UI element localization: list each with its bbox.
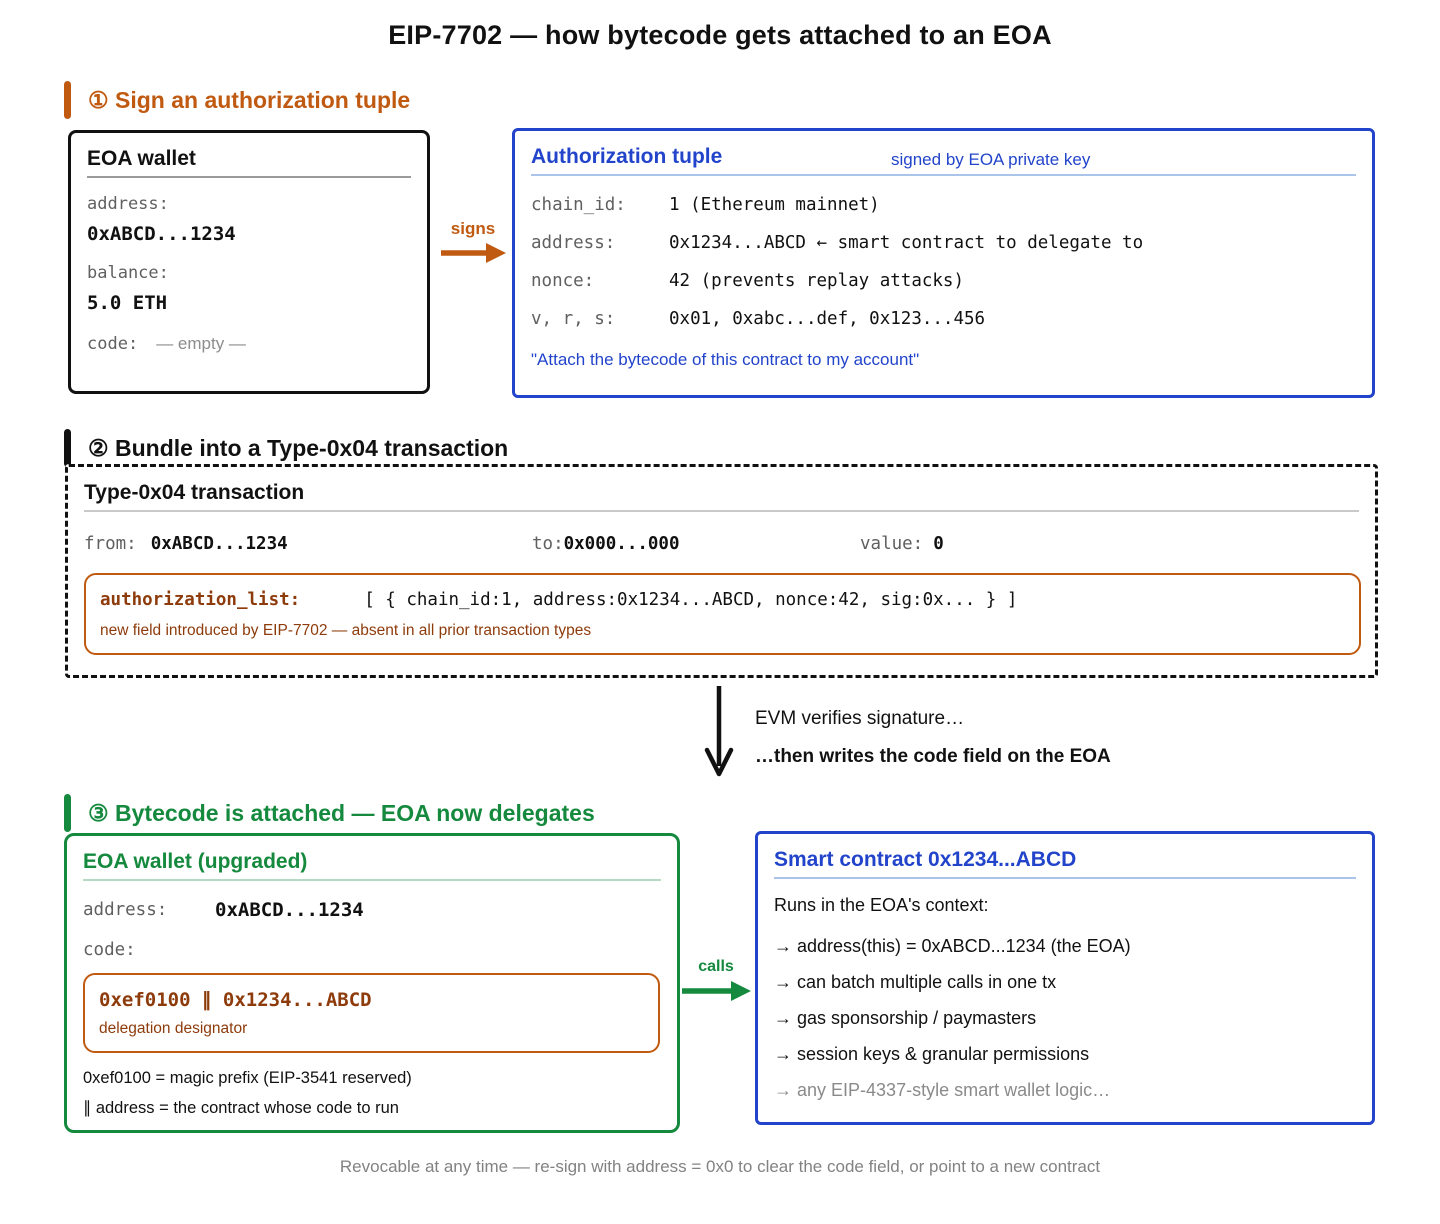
eoa-wallet-upgraded-box: EOA wallet (upgraded) address: 0xABCD...… bbox=[64, 833, 680, 1133]
auth-list-label: authorization_list: bbox=[100, 590, 301, 610]
address-note: ∥ address = the contract whose code to r… bbox=[83, 1099, 399, 1117]
right-arrow-icon bbox=[682, 981, 751, 1001]
section1-heading-text: ① Sign an authorization tuple bbox=[88, 86, 411, 113]
tx-to-field: to:0x000...000 bbox=[532, 531, 680, 557]
field-label: to: bbox=[532, 534, 564, 554]
smart-contract-box: Smart contract 0x1234...ABCD Runs in the… bbox=[755, 831, 1375, 1125]
title-underline bbox=[84, 510, 1359, 512]
field-value: 0xABCD...1234 bbox=[150, 534, 288, 554]
footer-note: Revocable at any time — re-sign with add… bbox=[339, 1157, 1101, 1176]
authorization-list-box: authorization_list: [ { chain_id:1, addr… bbox=[84, 573, 1361, 655]
auth-row-vrs: v, r, s: 0x01, 0xabc...def, 0x123...456 bbox=[531, 307, 1356, 331]
capability-item: → session keys & granular permissions bbox=[774, 1044, 1090, 1064]
designator-value: 0xef0100 ∥ 0x1234...ABCD bbox=[99, 989, 372, 1011]
page-title: EIP-7702 — how bytecode gets attached to… bbox=[388, 20, 1052, 50]
calls-arrow: calls bbox=[679, 958, 753, 1011]
signs-arrow-label: signs bbox=[450, 219, 496, 238]
title-underline bbox=[531, 174, 1356, 176]
tx-value-field: value: 0 bbox=[860, 531, 944, 557]
auth-tuple-header: Authorization tuple signed by EOA privat… bbox=[531, 143, 1356, 171]
section3-heading-text: ③ Bytecode is attached — EOA now delegat… bbox=[88, 799, 595, 826]
auth-row-address: address: 0x1234...ABCD ← smart contract … bbox=[531, 231, 1356, 255]
section2-heading: ② Bundle into a Type-0x04 transaction bbox=[64, 429, 508, 467]
tx-from-field: from: 0xABCD...1234 bbox=[84, 531, 288, 557]
smart-contract-title: Smart contract 0x1234...ABCD bbox=[774, 848, 1077, 871]
field-value: 0xABCD...1234 bbox=[87, 223, 236, 245]
field-value: 0x1234...ABCD ← smart contract to delega… bbox=[669, 233, 1144, 253]
auth-row-nonce: nonce: 42 (prevents replay attacks) bbox=[531, 269, 1356, 293]
eoa-wallet-title: EOA wallet bbox=[87, 147, 196, 170]
tx-fields-row: from: 0xABCD...1234 to:0x000...000 value:… bbox=[84, 531, 1359, 557]
field-label: value: bbox=[860, 534, 924, 554]
capability-item: → any EIP-4337-style smart wallet logic… bbox=[774, 1080, 1111, 1100]
calls-arrow-label: calls bbox=[698, 958, 734, 975]
auth-list-value: [ { chain_id:1, address:0x1234...ABCD, n… bbox=[364, 590, 1018, 610]
auth-tuple-quote: "Attach the bytecode of this contract to… bbox=[531, 350, 920, 369]
field-label: address: bbox=[83, 900, 168, 920]
address-field: address: 0xABCD...1234 bbox=[83, 897, 661, 923]
field-value: 1 (Ethereum mainnet) bbox=[669, 195, 880, 215]
down-arrow-icon bbox=[704, 686, 734, 777]
field-label: code: bbox=[87, 334, 139, 354]
tx-box-title: Type-0x04 transaction bbox=[84, 481, 305, 504]
magic-prefix-note: 0xef0100 = magic prefix (EIP-3541 reserv… bbox=[83, 1069, 412, 1087]
signs-arrow: signs bbox=[437, 219, 509, 272]
right-arrow-icon bbox=[441, 243, 506, 263]
designator-note: delegation designator bbox=[99, 1020, 248, 1037]
section2-heading-text: ② Bundle into a Type-0x04 transaction bbox=[88, 434, 509, 461]
balance-field: balance: 5.0 ETH bbox=[87, 261, 411, 316]
smart-contract-intro: Runs in the EOA's context: bbox=[774, 895, 989, 915]
field-value: 0xABCD...1234 bbox=[215, 899, 364, 921]
auth-list-note: new field introduced by EIP-7702 — absen… bbox=[100, 622, 592, 639]
field-value: — empty — bbox=[156, 334, 246, 353]
title-underline bbox=[87, 176, 411, 178]
code-field: code: — empty — bbox=[87, 332, 411, 356]
authorization-list-row: authorization_list: [ { chain_id:1, addr… bbox=[100, 587, 1345, 613]
code-field-label: code: bbox=[83, 940, 136, 960]
type-0x04-transaction-box: Type-0x04 transaction from: 0xABCD...1234… bbox=[65, 464, 1378, 678]
auth-tuple-subtitle: signed by EOA private key bbox=[891, 150, 1091, 169]
field-label: nonce: bbox=[531, 271, 595, 291]
field-label: balance: bbox=[87, 263, 169, 283]
field-value: 0x000...000 bbox=[563, 534, 680, 554]
eoa-wallet-box: EOA wallet address: 0xABCD...1234 balanc… bbox=[68, 130, 430, 394]
section3-accent-bar bbox=[64, 794, 71, 832]
field-label: address: bbox=[87, 194, 169, 214]
field-value: 0 bbox=[933, 534, 944, 554]
field-label: chain_id: bbox=[531, 195, 626, 215]
capability-item: → can batch multiple calls in one tx bbox=[774, 972, 1057, 992]
capability-item: → address(this) = 0xABCD...1234 (the EOA… bbox=[774, 936, 1131, 956]
title-underline bbox=[774, 877, 1356, 879]
field-label: v, r, s: bbox=[531, 309, 616, 329]
capability-item: → gas sponsorship / paymasters bbox=[774, 1008, 1037, 1028]
title-underline bbox=[83, 879, 661, 881]
section1-accent-bar bbox=[64, 81, 71, 119]
auth-row-chain-id: chain_id: 1 (Ethereum mainnet) bbox=[531, 193, 1356, 217]
address-field: address: 0xABCD...1234 bbox=[87, 192, 411, 247]
delegation-designator-box: 0xef0100 ∥ 0x1234...ABCD delegation desi… bbox=[83, 973, 660, 1053]
eoa-upgraded-title: EOA wallet (upgraded) bbox=[83, 850, 308, 873]
evm-write-text: …then writes the code field on the EOA bbox=[755, 746, 1111, 767]
field-value: 0x01, 0xabc...def, 0x123...456 bbox=[669, 309, 986, 329]
field-value: 42 (prevents replay attacks) bbox=[669, 271, 965, 291]
field-label: from: bbox=[84, 534, 137, 554]
evm-verify-text: EVM verifies signature… bbox=[755, 708, 965, 729]
section2-accent-bar bbox=[64, 429, 71, 467]
field-value: 5.0 ETH bbox=[87, 292, 168, 314]
authorization-tuple-box: Authorization tuple signed by EOA privat… bbox=[512, 128, 1375, 398]
section1-heading: ① Sign an authorization tuple bbox=[64, 81, 410, 119]
auth-tuple-title: Authorization tuple bbox=[531, 145, 723, 168]
section3-heading: ③ Bytecode is attached — EOA now delegat… bbox=[64, 794, 595, 832]
field-label: address: bbox=[531, 233, 616, 253]
